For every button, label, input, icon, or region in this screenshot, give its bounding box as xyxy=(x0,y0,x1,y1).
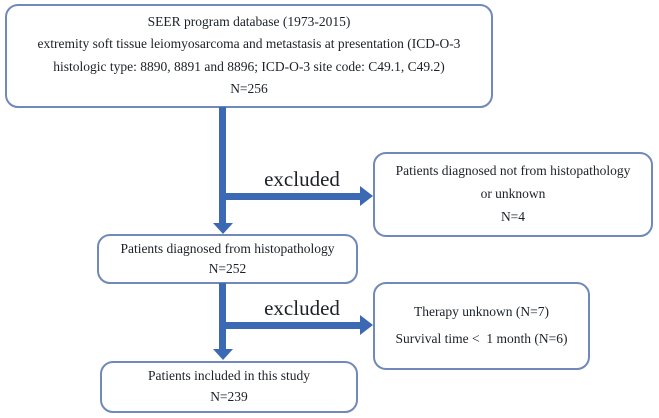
source-line-2: extremity soft tissue leiomyosarcoma and… xyxy=(37,36,461,52)
excluded-2-line-2: Survival time < 1 month (N=6) xyxy=(395,331,568,346)
source-line-1: SEER program database (1973-2015) xyxy=(147,13,351,29)
excluded-label-1: excluded xyxy=(264,167,340,191)
arrow-branch-2-shaft xyxy=(222,322,361,329)
included-count: N=239 xyxy=(210,389,248,405)
excluded-1-count: N=4 xyxy=(500,209,526,225)
source-line-3: histologic type: 8890, 8891 and 8896; IC… xyxy=(53,58,445,74)
histopathology-count: N=252 xyxy=(208,260,247,276)
flow-box-histopathology: Patients diagnosed from histopathology N… xyxy=(97,234,358,284)
arrow-down-2-head xyxy=(213,349,233,360)
arrow-down-1-head xyxy=(213,223,233,234)
histopathology-line-1: Patients diagnosed from histopathology xyxy=(120,240,335,256)
arrow-branch-1-head xyxy=(360,186,373,206)
arrow-branch-1-shaft xyxy=(222,193,361,200)
arrow-down-1-shaft xyxy=(219,107,226,224)
flow-box-excluded-1: Patients diagnosed not from histopatholo… xyxy=(373,152,653,237)
excluded-1-line-2: or unknown xyxy=(480,186,546,202)
excluded-label-2: excluded xyxy=(264,296,340,320)
flow-box-excluded-2: Therapy unknown (N=7) Survival time < 1 … xyxy=(373,282,590,370)
excluded-1-line-1: Patients diagnosed not from histopatholo… xyxy=(395,163,631,179)
included-line-1: Patients included in this study xyxy=(148,368,310,384)
flow-box-source: SEER program database (1973-2015) extrem… xyxy=(5,4,493,108)
arrow-down-2-shaft xyxy=(219,283,226,350)
arrow-branch-2-head xyxy=(360,315,373,335)
source-count: N=256 xyxy=(230,81,268,97)
excluded-2-line-1: Therapy unknown (N=7) xyxy=(413,304,550,320)
flow-box-included: Patients included in this study N=239 xyxy=(100,361,358,413)
